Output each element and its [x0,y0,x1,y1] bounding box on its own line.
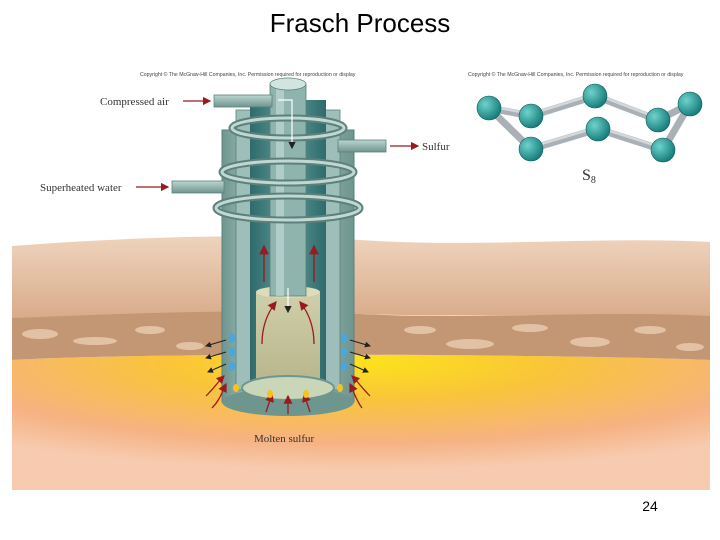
water-inlet-pipe [171,180,225,194]
sulfur-atoms [476,83,703,163]
water-droplets [229,333,347,371]
air-inlet-pipe [213,94,273,108]
flow-arrows [205,99,371,414]
slide-title: Frasch Process [269,8,451,38]
pipe-collars [212,114,364,224]
rock-layer [12,311,710,360]
page-number: 24 [642,498,658,514]
sulfur-droplets [233,384,343,398]
sulfur-deposit [12,354,710,490]
rock-texture [22,324,704,351]
s8-molecule: S8 [476,83,703,186]
label-molten-sulfur: Molten sulfur [254,433,315,445]
copyright-left: Copyright © The McGraw-Hill Companies, I… [140,71,356,78]
topsoil-layer [12,236,710,318]
label-superheated-water: Superheated water [40,182,122,194]
molecule-label: S8 [582,167,596,186]
ground-layers [12,236,710,490]
copyright-right: Copyright © The McGraw-Hill Companies, I… [468,71,684,78]
sulfur-outlet-pipe [337,139,387,153]
label-sulfur: Sulfur [422,141,450,153]
label-arrows [136,96,420,192]
label-compressed-air: Compressed air [100,96,169,108]
